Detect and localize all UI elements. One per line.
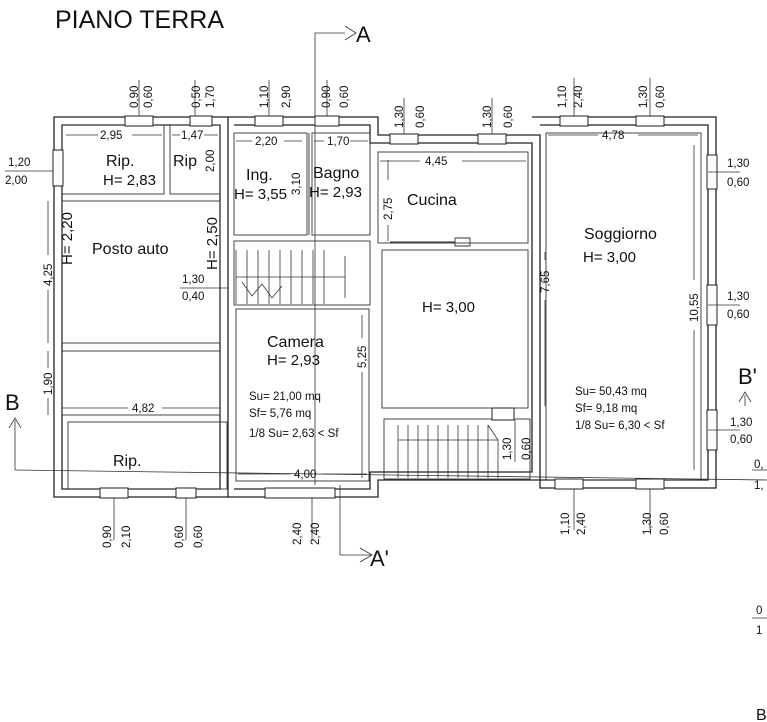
section-label-a-prime: A' — [370, 546, 389, 571]
kitchen-counter — [390, 237, 471, 247]
section-label-a: A — [356, 22, 371, 47]
win-right-1-a: 1,30 — [727, 158, 749, 170]
room-camera-name: Camera — [267, 334, 324, 351]
room-bagno-name: Bagno — [313, 165, 359, 182]
room-rip-top-name: Rip. — [106, 153, 134, 170]
dim-rip-small-width: 1,47 — [181, 130, 203, 142]
soggiorno-su: Su= 50,43 mq — [575, 386, 647, 398]
dim-cucina-width: 4,45 — [425, 156, 447, 168]
win-bottom-3-a: 2,40 — [292, 523, 304, 545]
dim-bagno-width: 1,70 — [327, 136, 349, 148]
dim-posto-auto-height: 4,25 — [43, 264, 55, 286]
win-right-2-a: 1,30 — [727, 291, 749, 303]
win-top-7-b: 2,40 — [573, 86, 585, 108]
room-bagno-height: H= 2,93 — [309, 184, 362, 201]
room-rip-top-height: H= 2,83 — [103, 172, 156, 189]
win-bottom-1-a: 0,90 — [102, 526, 114, 548]
win-top-3-a: 1,10 — [259, 86, 271, 108]
win-top-8-a: 1,30 — [638, 86, 650, 108]
edge-fragment-3: 0 — [756, 605, 762, 617]
win-right-3-a: 1,30 — [730, 417, 752, 429]
dim-soggiorno-width: 4,78 — [602, 130, 624, 142]
win-right-3-b: 0,60 — [730, 434, 752, 446]
dim-rip-top-width: 2,95 — [100, 130, 122, 142]
room-cucina-name: Cucina — [407, 192, 457, 209]
win-bottom-5-b: 0,60 — [659, 513, 671, 535]
window-dimension-leaders — [5, 78, 740, 540]
edge-fragment-1: 0, — [754, 459, 764, 471]
win-top-8-b: 0,60 — [655, 86, 667, 108]
posto-auto-height-right: H= 2,50 — [204, 217, 221, 270]
win-top-5-b: 0,60 — [415, 106, 427, 128]
dim-soggiorno-height: 10,55 — [689, 293, 701, 322]
win-top-2-b: 1,70 — [205, 86, 217, 108]
dim-ingresso-width: 2,20 — [255, 136, 277, 148]
room-ingresso-height: H= 3,55 — [234, 186, 287, 203]
dim-ingresso-height: 3,10 — [291, 173, 303, 195]
win-stair-1-a: 1,30 — [502, 438, 514, 460]
camera-ratio: 1/8 Su= 2,63 < Sf — [249, 428, 339, 440]
room-rip-bottom-name: Rip. — [113, 453, 141, 470]
room-rip-small-name: Rip — [173, 153, 197, 170]
win-top-6-a: 1,30 — [482, 106, 494, 128]
win-top-5-a: 1,30 — [394, 106, 406, 128]
room-soggiorno-name: Soggiorno — [584, 226, 657, 243]
dim-portico-width: 4,82 — [132, 403, 154, 415]
win-bottom-1-b: 2,10 — [121, 526, 133, 548]
win-bottom-4-a: 1,10 — [560, 513, 572, 535]
win-bottom-5-a: 1,30 — [642, 513, 654, 535]
win-right-2-b: 0,60 — [727, 309, 749, 321]
win-inner-1-b: 0,40 — [182, 291, 204, 303]
edge-fragment-lines — [752, 469, 767, 619]
interior-walls — [61, 124, 702, 490]
win-left-1-b: 2,00 — [5, 175, 27, 187]
dim-portico-height: 1,90 — [43, 373, 55, 395]
soggiorno-ratio: 1/8 Su= 6,30 < Sf — [575, 420, 665, 432]
win-top-4-b: 0,60 — [339, 86, 351, 108]
win-left-1-a: 1,20 — [8, 157, 30, 169]
room-soggiorno-height: H= 3,00 — [583, 249, 636, 266]
win-inner-1-a: 1,30 — [182, 274, 204, 286]
edge-fragment-5: B — [756, 707, 767, 722]
win-top-3-b: 2,90 — [281, 86, 293, 108]
dim-camera-height: 5,25 — [357, 346, 369, 368]
dim-center-height: 7,65 — [540, 271, 552, 293]
dim-cucina-height: 2,75 — [383, 198, 395, 220]
win-top-1-a: 0,90 — [129, 86, 141, 108]
edge-fragment-2: 1, — [754, 480, 764, 492]
win-top-6-b: 0,60 — [503, 106, 515, 128]
room-posto-auto-name: Posto auto — [92, 241, 169, 258]
win-right-1-b: 0,60 — [727, 177, 749, 189]
soggiorno-sf: Sf= 9,18 mq — [575, 403, 637, 415]
win-bottom-3-b: 2,40 — [310, 523, 322, 545]
win-top-7-a: 1,10 — [557, 86, 569, 108]
staircase-upper — [235, 250, 346, 304]
win-bottom-4-b: 2,40 — [576, 513, 588, 535]
plan-title: PIANO TERRA — [55, 6, 224, 34]
win-bottom-2-b: 0,60 — [193, 526, 205, 548]
camera-sf: Sf= 5,76 mq — [249, 408, 311, 420]
win-top-2-a: 0,50 — [191, 86, 203, 108]
room-center-height: H= 3,00 — [422, 299, 475, 316]
room-ingresso-name: Ing. — [246, 167, 273, 184]
dim-rip-small-height: 2,00 — [205, 150, 217, 172]
dim-camera-width: 4,00 — [294, 469, 316, 481]
room-camera-height: H= 2,93 — [267, 352, 320, 369]
section-label-b: B — [5, 390, 20, 415]
section-lines — [8, 25, 767, 563]
staircase-lower — [397, 424, 499, 478]
edge-fragment-4: 1 — [756, 625, 762, 637]
section-label-b-prime: B' — [738, 364, 757, 389]
win-top-1-b: 0,60 — [143, 86, 155, 108]
camera-su: Su= 21,00 mq — [249, 391, 321, 403]
interior-dimension-lines — [47, 134, 698, 478]
win-top-4-a: 0,90 — [321, 86, 333, 108]
win-bottom-2-a: 0,60 — [174, 526, 186, 548]
win-stair-1-b: 0,60 — [521, 438, 533, 460]
posto-auto-height-left: H= 2,20 — [59, 212, 76, 265]
